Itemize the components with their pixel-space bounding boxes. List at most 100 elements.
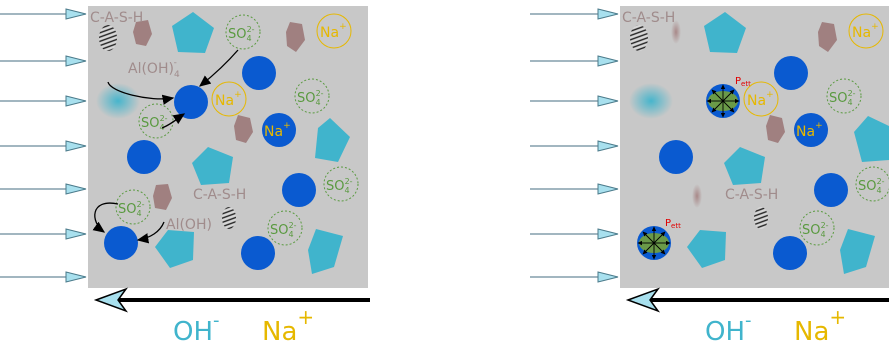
sulfate-ion: SO42-	[267, 210, 303, 246]
cement-particle	[242, 56, 276, 90]
reaction-arrow	[136, 221, 165, 244]
arrow-right-icon	[530, 8, 619, 20]
cement-particle	[174, 85, 208, 119]
sulfate-ion: SO42-	[294, 78, 330, 114]
aggregate-pentagon	[687, 230, 726, 268]
svg-text:SO42-: SO42-	[326, 177, 353, 195]
svg-text:Na+: Na+	[852, 22, 879, 41]
aloh-label: Al(OH)	[166, 217, 212, 233]
aggregate-pentagon	[192, 147, 233, 185]
csh-particle	[133, 20, 152, 46]
radial-arrows-icon	[706, 84, 740, 118]
sodium-caption: Na+	[794, 305, 846, 347]
svg-text:SO42-: SO42-	[297, 89, 324, 107]
csh-label: C-A-S-H	[725, 187, 778, 203]
sodium-ion: Na+	[743, 81, 779, 117]
svg-text:SO42-: SO42-	[228, 25, 255, 43]
hatched-particle	[222, 207, 236, 229]
arrow-right-icon	[0, 95, 87, 107]
aggregate-pentagon	[724, 147, 765, 185]
reaction-arrow	[107, 81, 175, 105]
left-inflow-arrows	[0, 8, 87, 283]
svg-text:SO42-: SO42-	[118, 200, 145, 218]
cement-particle	[814, 173, 848, 207]
csh-particle	[234, 115, 253, 143]
arrow-right-icon	[0, 55, 87, 67]
arrow-right-icon	[530, 228, 619, 240]
sodium-on-particle: Na+	[264, 121, 291, 140]
aggregate-pentagon	[704, 12, 746, 53]
csh-particle	[766, 115, 785, 143]
blurred-aggregate	[96, 83, 140, 119]
reaction-arrow	[92, 202, 119, 233]
cement-particle	[773, 236, 807, 270]
csh-particle	[286, 22, 305, 52]
svg-text:SO42-: SO42-	[270, 221, 297, 239]
cement-particle	[282, 173, 316, 207]
sodium-on-particle: Na+	[796, 121, 823, 140]
arrow-right-icon	[530, 95, 619, 107]
arrow-right-icon	[530, 55, 619, 67]
aggregate-pentagon	[155, 230, 194, 268]
sulfate-ion: SO42-	[826, 78, 862, 114]
csh-particle	[818, 22, 837, 52]
hatched-particle	[99, 25, 117, 51]
expanding-particle: Pett	[637, 218, 681, 260]
arrow-left-icon	[625, 287, 889, 313]
aggregate-pentagon	[854, 116, 889, 162]
svg-text:Na+: Na+	[320, 22, 347, 41]
sulfate-ion: SO42-	[799, 210, 835, 246]
cement-particle-sodium	[794, 113, 828, 147]
arrow-right-icon	[530, 140, 619, 152]
arrow-left-icon	[93, 287, 370, 313]
sodium-ion: Na+	[316, 13, 352, 49]
arrow-right-icon	[0, 183, 87, 195]
svg-text:SO42-: SO42-	[829, 89, 856, 107]
sulfate-ion: SO42-	[855, 166, 889, 202]
cement-particle	[104, 226, 138, 260]
pett-label: Pett	[735, 76, 751, 88]
sodium-caption: Na+	[262, 305, 314, 347]
sodium-ion: Na+	[211, 81, 247, 117]
aloh-label: Al(OH)4-	[128, 58, 180, 80]
arrow-right-icon	[530, 271, 619, 283]
arrow-right-icon	[0, 271, 87, 283]
svg-text:Na+: Na+	[215, 90, 242, 109]
aggregate-pentagon	[172, 12, 214, 53]
sulfate-ion: SO42-	[323, 166, 359, 202]
csh-label: C-A-S-H	[622, 10, 675, 26]
radial-arrows-icon	[637, 226, 671, 260]
csh-label: C-A-S-H	[90, 10, 143, 26]
cement-particle	[659, 140, 693, 174]
aggregate-pentagon	[840, 229, 875, 274]
blurred-csh-particle	[671, 20, 681, 44]
svg-text:SO42-: SO42-	[802, 221, 829, 239]
cement-particle	[127, 140, 161, 174]
csh-label: C-A-S-H	[193, 187, 246, 203]
hatched-particle	[754, 207, 768, 229]
hydroxide-caption: OH-	[173, 310, 220, 347]
blurred-csh-particle	[692, 184, 702, 208]
right-inflow-arrows	[530, 8, 619, 283]
blurred-aggregate	[629, 83, 673, 119]
hydroxide-caption: OH-	[705, 310, 752, 347]
arrow-right-icon	[0, 8, 87, 20]
arrow-right-icon	[0, 228, 87, 240]
svg-text:Na+: Na+	[747, 90, 774, 109]
sodium-ion: Na+	[848, 13, 884, 49]
cement-particle-sodium	[262, 113, 296, 147]
reaction-arrow	[198, 49, 239, 87]
cement-particle	[774, 56, 808, 90]
sulfate-ion: SO42-	[115, 189, 151, 225]
right-panel: Pett Pett SO42- SO42-	[530, 6, 889, 347]
reaction-arrow	[161, 113, 186, 129]
expanding-particle: Pett	[706, 76, 751, 118]
hatched-particle	[630, 25, 648, 51]
csh-particle	[153, 184, 172, 210]
aggregate-pentagon	[315, 118, 350, 162]
arrow-right-icon	[530, 183, 619, 195]
left-panel: SO42- SO42- SO42- SO42- SO42- SO42- Na+	[0, 6, 370, 347]
svg-text:SO42-: SO42-	[141, 114, 168, 132]
aggregate-pentagon	[308, 229, 343, 274]
